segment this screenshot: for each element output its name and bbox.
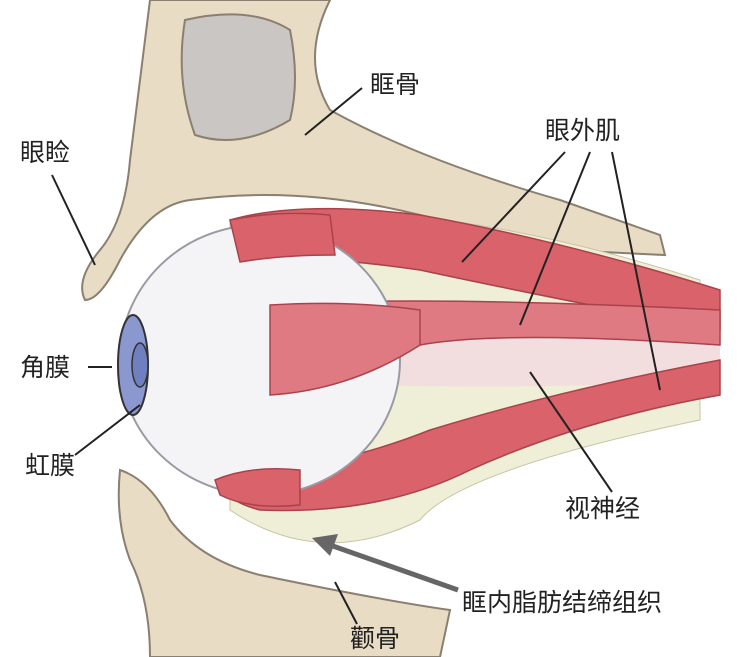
leader-muscle-2 xyxy=(519,151,591,326)
leader-iris xyxy=(74,404,141,456)
superior-muscle-front xyxy=(229,212,336,263)
label-extraocular-muscles: 眼外肌 xyxy=(545,116,621,145)
label-zygomatic-bone: 颧骨 xyxy=(350,624,401,653)
optic-nerve xyxy=(380,333,720,387)
leader-zygomatic xyxy=(334,581,358,625)
oblique-muscle xyxy=(214,468,301,507)
iris xyxy=(131,342,149,388)
inferior-muscle xyxy=(219,359,721,512)
arrowhead-orbital-fat xyxy=(312,534,338,556)
label-orbital-fat: 眶内脂肪结缔组织 xyxy=(462,588,663,617)
leader-muscle-3 xyxy=(611,151,661,391)
leader-orbital-bone xyxy=(304,87,363,136)
leader-muscle-1 xyxy=(461,151,566,263)
lower-orbital-bone xyxy=(117,468,452,657)
label-cornea: 角膜 xyxy=(20,353,71,382)
label-eyelid: 眼睑 xyxy=(20,138,71,167)
orbital-cavity xyxy=(180,13,296,141)
label-iris: 虹膜 xyxy=(25,451,76,480)
leader-optic-nerve xyxy=(529,371,613,493)
label-optic-nerve: 视神经 xyxy=(565,494,641,523)
leader-orbital-fat xyxy=(329,542,459,593)
leader-eyelid xyxy=(51,174,96,266)
lateral-muscle-front xyxy=(269,302,421,396)
label-orbital-bone: 眶骨 xyxy=(370,70,421,99)
